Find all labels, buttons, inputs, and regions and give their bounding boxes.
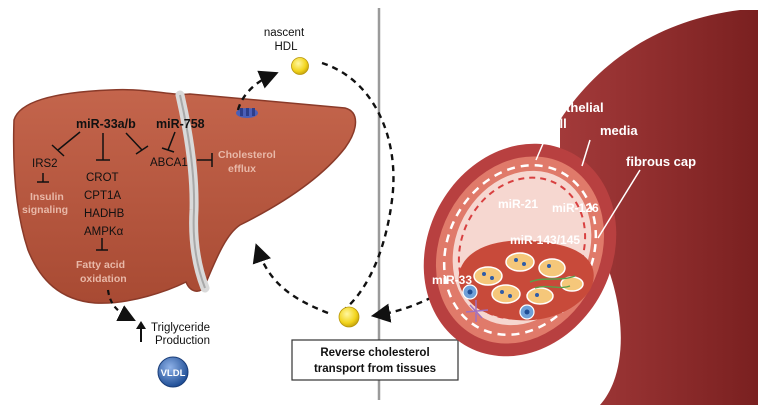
gene-cpt1a: CPT1A: [84, 190, 121, 202]
media-label: media: [600, 123, 638, 138]
insulin-label-line1: Insulin: [30, 191, 64, 203]
triglyceride-label-line1: Triglyceride: [151, 322, 210, 334]
fatty-acid-label-line2: oxidation: [80, 273, 127, 285]
mir33ab-label: miR-33a/b: [76, 117, 136, 131]
reverse-transport-line1: Reverse cholesterol: [320, 347, 429, 359]
mir33-artery-label: miR-33: [432, 273, 472, 287]
foam-cell: [506, 253, 534, 271]
macrophage-icon: [463, 285, 477, 299]
fatty-acid-label-line1: Fatty acid: [76, 259, 125, 271]
endothelial-cell-label-line1: endothelial: [535, 100, 604, 115]
hdl-label-line2: HDL: [274, 41, 298, 53]
nascent-hdl-particle-icon: [292, 58, 309, 75]
foam-cell: [539, 259, 565, 277]
gene-crot: CROT: [86, 172, 119, 184]
fibrous-cap-label: fibrous cap: [626, 154, 696, 169]
triglyceride-label-line2: Production: [155, 335, 210, 347]
macrophage-icon: [520, 305, 534, 319]
foam-cell: [492, 285, 520, 303]
mir143-145-label: miR-143/145: [510, 233, 580, 247]
efflux-label-line1: Cholesterol: [218, 149, 276, 161]
efflux-label-line2: efflux: [228, 163, 256, 175]
mir758-label: miR-758: [156, 117, 205, 131]
mir21-label: miR-21: [498, 197, 538, 211]
hdl-label-line1: nascent: [264, 27, 305, 39]
irs2-label: IRS2: [32, 158, 58, 170]
mir126-label: miR-126: [552, 201, 599, 215]
hdl-return-arrow: [258, 250, 328, 313]
triglyceride-up-arrow-icon: [136, 321, 146, 342]
vldl-label: VLDL: [161, 368, 186, 379]
insulin-label-line2: signaling: [22, 204, 68, 216]
mature-hdl-particle-icon: [339, 307, 359, 327]
gene-hadhb: HADHB: [84, 208, 125, 220]
abca1-label: ABCA1: [150, 157, 188, 169]
gene-ampk: AMPKα: [84, 226, 124, 238]
hdl-cycle-arc: [322, 63, 393, 313]
foam-cell: [474, 267, 502, 285]
reverse-transport-line2: transport from tissues: [314, 363, 436, 375]
foam-cell: [527, 288, 553, 304]
endothelial-cell-label-line2: cell: [545, 116, 567, 131]
